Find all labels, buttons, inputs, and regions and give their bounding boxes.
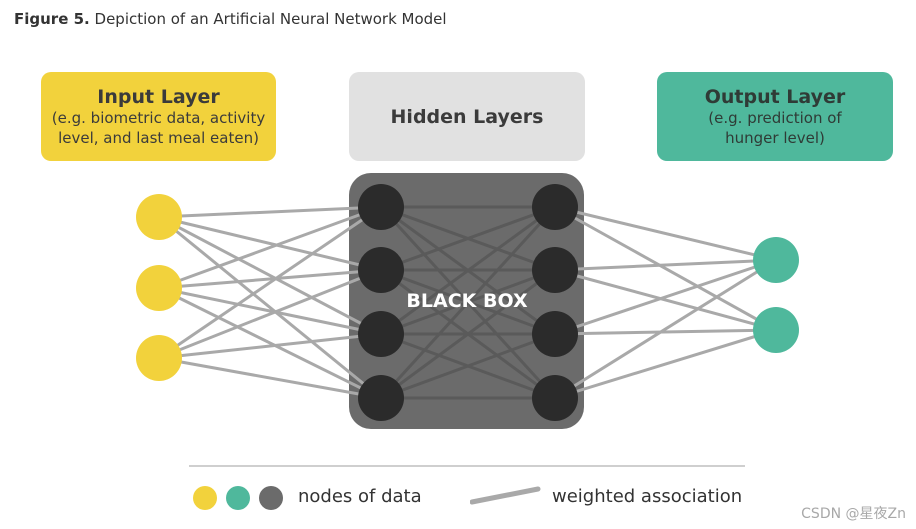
black-box-label: BLACK BOX [406, 290, 528, 312]
weighted-association-edge [158, 205, 382, 290]
weighted-association-edge [380, 205, 556, 272]
weighted-association-edge [554, 205, 777, 332]
input-layer-subtitle-2: level, and last meal eaten) [58, 128, 259, 147]
weighted-association-edge [158, 268, 382, 360]
figure-title: Depiction of an Artificial Neural Networ… [94, 10, 447, 28]
weighted-association-edge [554, 258, 777, 336]
weighted-association-edge [380, 332, 556, 400]
legend-nodes-label: nodes of data [298, 486, 422, 507]
output-layer-box: Output Layer (e.g. prediction of hunger … [657, 72, 893, 161]
output-node [753, 237, 799, 283]
weighted-association-edge [158, 205, 382, 360]
network-nodes [136, 184, 799, 421]
hidden-node-col1 [358, 184, 404, 230]
weighted-association-edge [554, 328, 777, 400]
input-node [136, 335, 182, 381]
weighted-association-edge [158, 215, 382, 400]
hidden-node-col2 [532, 184, 578, 230]
weighted-association-edge [158, 205, 382, 219]
weighted-association-edge [158, 215, 382, 272]
weighted-association-edge [554, 258, 777, 272]
legend-input-node [193, 486, 217, 510]
weighted-association-edge [379, 205, 557, 400]
hidden-node-col1 [358, 375, 404, 421]
legend-association-line [470, 486, 541, 505]
figure-label: Figure 5. [14, 10, 90, 28]
output-layer-subtitle-1: (e.g. prediction of [708, 108, 842, 127]
hidden-node-col2 [532, 375, 578, 421]
weighted-association-edge [554, 258, 777, 400]
weighted-association-edge [158, 268, 382, 290]
hidden-layers-box: Hidden Layers [349, 72, 585, 161]
weighted-association-edge [158, 286, 382, 400]
weighted-association-edge [158, 215, 382, 336]
legend-association-label: weighted association [552, 486, 743, 507]
weighted-association-edge [554, 328, 777, 336]
output-node [753, 307, 799, 353]
legend-divider [189, 465, 745, 467]
hidden-node-col2 [532, 311, 578, 357]
weighted-association-edge [158, 356, 382, 400]
figure-caption: Figure 5. Depiction of an Artificial Neu… [14, 10, 447, 28]
hidden-layers-title: Hidden Layers [390, 105, 544, 128]
input-layer-box: Input Layer (e.g. biometric data, activi… [41, 72, 276, 161]
legend-hidden-node [259, 486, 283, 510]
weighted-association-edge [380, 205, 556, 336]
weighted-association-edge [554, 268, 777, 332]
input-layer-title: Input Layer [97, 85, 220, 108]
hidden-node-col1 [358, 247, 404, 293]
weighted-association-edge [380, 268, 556, 400]
weighted-association-edge [554, 205, 777, 262]
output-layer-title: Output Layer [704, 85, 846, 108]
output-layer-subtitle-2: hunger level) [725, 128, 825, 147]
input-node [136, 265, 182, 311]
weighted-associations [158, 205, 777, 400]
weighted-association-edge [158, 286, 382, 336]
weighted-association-edge [158, 332, 382, 360]
input-layer-subtitle-1: (e.g. biometric data, activity [51, 108, 266, 127]
legend-output-node [226, 486, 250, 510]
watermark: CSDN @星夜Zn [801, 506, 906, 522]
input-node [136, 194, 182, 240]
hidden-node-col2 [532, 247, 578, 293]
hidden-node-col1 [358, 311, 404, 357]
